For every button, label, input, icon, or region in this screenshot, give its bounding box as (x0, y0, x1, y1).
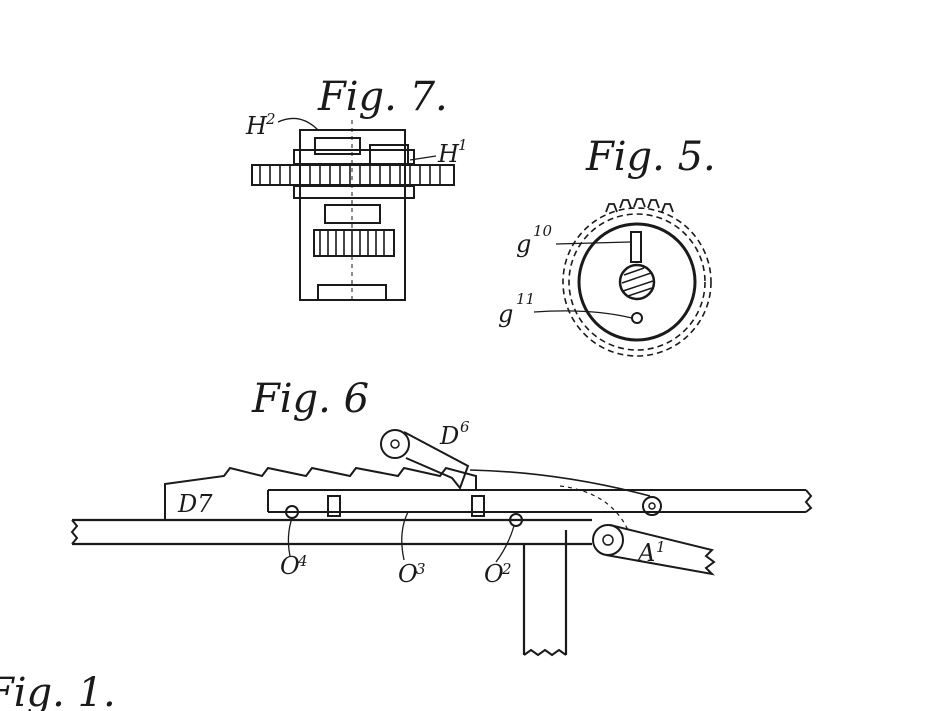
fig7-lower-pinion-teeth (319, 230, 385, 256)
fig6-leader-o3 (401, 511, 409, 561)
fig6-slide-pivot-pin (648, 502, 656, 510)
fig6-guide-block-2 (471, 495, 485, 517)
fig6-rail-break (70, 519, 79, 545)
fig7-lower-ring (293, 185, 415, 199)
fig6-label-d6-sup: 6 (460, 418, 470, 436)
fig6-leader-o4 (287, 517, 293, 557)
fig6-pawl-pivot (380, 429, 410, 459)
fig5-label-g10: g (516, 230, 531, 258)
fig6-label-a1: A (636, 539, 655, 567)
fig6-post-break (523, 648, 567, 657)
fig6-label-d6: D (439, 422, 459, 450)
fig7-title: Fig. 7. (317, 74, 448, 120)
fig7-label-h1: H (437, 140, 460, 168)
fig6-guide-block-1 (327, 495, 341, 517)
fig5-leader-g10 (555, 241, 631, 245)
fig5-label-g10-sup: 10 (533, 222, 553, 240)
fig6-slide-pivot (642, 496, 662, 516)
fig6-label-o3: O (398, 560, 418, 588)
fig5-shaft-hatching (621, 267, 654, 297)
fig7-upper-hub (314, 137, 361, 155)
fig6-leader-o2 (495, 525, 515, 563)
fig7-drawing: Fig. 7. H 2 H 1 (245, 74, 468, 301)
fig6-slide-bar-break (804, 489, 813, 513)
fig6-label-o4: O (280, 552, 300, 580)
fig5-label-g11: g (498, 300, 513, 328)
fig5-leader-g11 (533, 310, 633, 319)
fig7-leader-h2 (277, 117, 319, 131)
fig6-drawing: Fig. 6 D7 D 6 A 1 (70, 376, 813, 657)
fig6-label-d7: D7 (177, 490, 213, 518)
fig6-title: Fig. 6 (251, 376, 369, 422)
fig5-label-g11-sup: 11 (516, 290, 535, 308)
fig6-lever-a1 (605, 524, 716, 576)
fig7-label-h1-sup: 1 (458, 136, 468, 154)
fig1-drawing: Fig. 1. (0, 670, 116, 711)
fig6-label-o3-sup: 3 (416, 560, 426, 578)
fig7-upper-ring (293, 149, 415, 165)
fig6-spring (469, 469, 651, 497)
fig6-screw-o2 (509, 513, 523, 527)
fig7-lower-pinion (313, 229, 395, 257)
fig6-base-rail (72, 518, 592, 546)
fig6-label-o4-sup: 4 (297, 552, 308, 570)
fig7-label-h2-sup: 2 (265, 110, 276, 128)
fig5-slot-g10 (630, 231, 642, 263)
fig7-main-gear (251, 164, 455, 186)
fig6-pawl-pivot-pin (390, 439, 400, 449)
fig6-lever-pivot (592, 524, 624, 556)
fig1-title: Fig. 1. (0, 670, 116, 711)
fig6-label-o2: O (484, 560, 504, 588)
fig7-base (317, 284, 387, 301)
fig6-label-o2-sup: 2 (501, 560, 512, 578)
fig6-ratchet-bar (164, 466, 477, 520)
fig5-pitch-circle (568, 213, 706, 351)
fig7-label-h2: H (245, 112, 268, 140)
fig5-shaft (618, 263, 656, 301)
fig5-gear-outline (562, 207, 712, 357)
fig5-disk (577, 222, 697, 342)
fig7-main-gear-teeth (259, 165, 441, 185)
fig6-lever-pivot-pin (602, 534, 614, 546)
fig6-label-a1-sup: 1 (656, 538, 666, 556)
fig7-shaft-block (324, 204, 381, 224)
fig6-post (522, 530, 568, 655)
fig6-swing-path (559, 485, 629, 531)
fig6-slide-bar (267, 489, 806, 513)
fig5-hole-g11 (631, 312, 643, 324)
fig5-drawing: Fig. 5. g 10 g 11 (498, 134, 716, 357)
fig5-gear-teeth (605, 198, 674, 213)
fig7-pawl-block (369, 144, 409, 166)
fig5-title: Fig. 5. (585, 134, 716, 180)
fig6-pawl-d6 (403, 431, 470, 491)
